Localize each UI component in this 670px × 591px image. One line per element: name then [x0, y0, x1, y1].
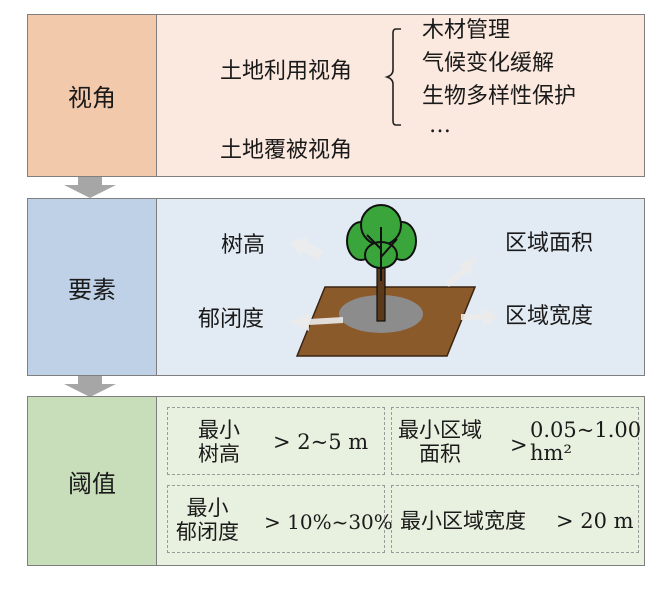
min-canopy-cover-box: 最小 郁闭度 > 10%~30% — [167, 485, 393, 553]
min-canopy-cover-name-2: 郁闭度 — [176, 520, 239, 545]
width-arrow-icon — [461, 308, 499, 326]
min-canopy-cover-name-1: 最小 — [186, 496, 229, 520]
min-tree-height-name-2: 树高 — [198, 442, 240, 467]
canopy-cover-element: 郁闭度 — [198, 307, 265, 332]
min-area-name-2: 面积 — [419, 442, 461, 467]
min-area-name-1: 最小区域 — [398, 418, 482, 442]
min-width-value: > 20 m — [556, 509, 634, 533]
min-area-value-1: 0.05~1.00 — [530, 418, 642, 442]
perspective-row: 视角 土地利用视角 木材管理 气候变化缓解 生物多样性保护 … 土地覆被视角 — [27, 14, 645, 177]
tree-height-element: 树高 — [221, 233, 266, 258]
min-width-name: 最小区域宽度 — [400, 509, 526, 533]
elements-label: 要素 — [28, 199, 157, 375]
min-canopy-cover-value: > 10%~30% — [264, 510, 393, 534]
function-climate: 气候变化缓解 — [422, 51, 555, 76]
curly-brace-icon — [384, 28, 401, 126]
min-tree-height-box: 最小 树高 > 2~5 m — [167, 407, 385, 475]
min-area-box: 最小区域 面积 > 0.05~1.00 hm² — [391, 407, 642, 475]
function-ellipsis: … — [429, 113, 451, 138]
thresholds-row: 阈值 最小 树高 > 2~5 m 最小区域 面积 > 0.05~1.00 hm²… — [27, 396, 645, 566]
min-area-operator: > — [510, 433, 528, 457]
down-arrow-icon — [64, 177, 116, 198]
canopy-cover-arrow-icon — [289, 313, 343, 331]
land-cover-perspective: 土地覆被视角 — [220, 138, 353, 163]
min-tree-height-name-1: 最小 — [198, 418, 240, 442]
min-area-value-2: hm² — [530, 441, 572, 466]
tree-height-arrow-icon — [290, 237, 323, 261]
perspective-content: 土地利用视角 木材管理 气候变化缓解 生物多样性保护 … 土地覆被视角 — [157, 15, 644, 176]
perspective-label: 视角 — [28, 15, 157, 176]
elements-content: 树高 郁闭度 区域面积 区域宽度 — [157, 199, 644, 375]
down-arrow-icon — [64, 376, 116, 397]
function-timber: 木材管理 — [422, 18, 511, 43]
area-element: 区域面积 — [505, 231, 594, 256]
function-biodiversity: 生物多样性保护 — [422, 84, 577, 109]
forest-element-illustration — [289, 204, 499, 357]
min-tree-height-value: > 2~5 m — [273, 430, 369, 454]
min-width-box: 最小区域宽度 > 20 m — [391, 485, 639, 553]
elements-row: 要素 树高 郁闭度 区域面积 区域宽度 — [27, 198, 645, 376]
width-element: 区域宽度 — [505, 304, 594, 329]
thresholds-content: 最小 树高 > 2~5 m 最小区域 面积 > 0.05~1.00 hm² 最小… — [157, 397, 644, 565]
land-use-perspective: 土地利用视角 — [220, 59, 353, 84]
area-arrow-icon — [445, 257, 477, 287]
thresholds-label: 阈值 — [28, 397, 157, 565]
